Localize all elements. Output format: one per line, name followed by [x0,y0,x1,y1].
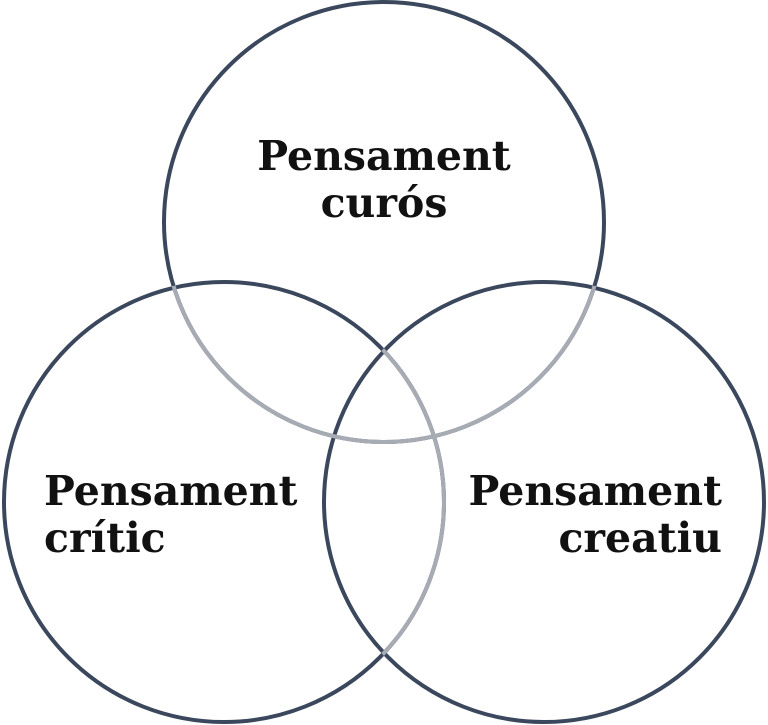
overlap-arc-top-in-right [322,280,606,444]
label-right-line1: Pensament [469,467,723,515]
overlap-arcs [162,280,606,724]
label-left-line2: crític [44,514,166,562]
label-top-line2: curós [321,179,448,227]
overlap-arc-left-in-right [322,280,446,724]
label-top-line1: Pensament [257,132,511,180]
label-left-line1: Pensament [44,467,298,515]
circle-right [322,280,766,724]
label-right-line2: creatiu [558,514,722,562]
